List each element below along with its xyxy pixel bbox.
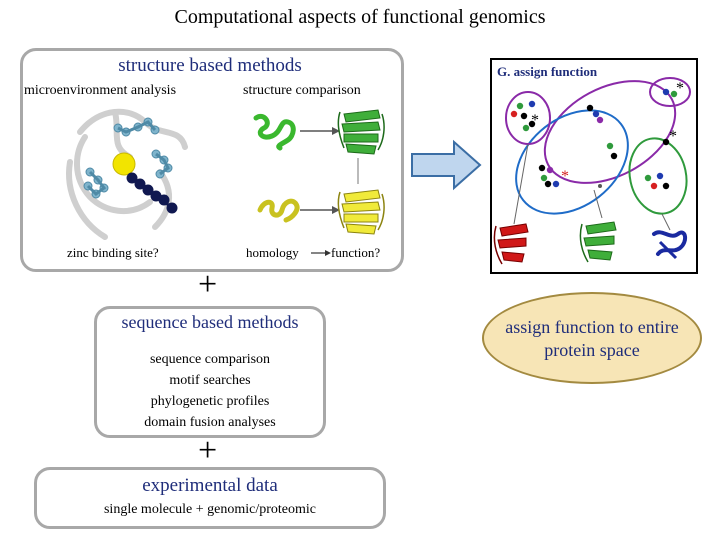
asterisk-marker: * <box>531 112 539 129</box>
asterisk-marker: * <box>669 128 677 145</box>
asterisk-marker: * <box>676 80 684 97</box>
plus-sign-bottom: + <box>198 432 218 469</box>
structure-panel <box>20 48 404 272</box>
green-backbone-icon <box>253 113 296 151</box>
experimental-panel <box>34 467 386 529</box>
sequence-panel-heading: sequence based methods <box>121 312 299 332</box>
list-item: domain fusion analyses <box>144 415 276 430</box>
zinc-binding-caption: zinc binding site? <box>67 245 159 260</box>
yellow-fold-icon <box>337 189 385 235</box>
experimental-panel-heading: experimental data <box>142 475 278 496</box>
compare-arrow-top <box>300 127 340 135</box>
genome-panel-label: G. assign function <box>497 64 598 79</box>
plus-sign-top: + <box>198 266 218 303</box>
zinc-binding-site-image <box>66 108 188 240</box>
list-item: motif searches <box>169 373 251 388</box>
protein-space-clusters <box>493 77 691 265</box>
result-oval <box>482 292 702 384</box>
homology-label: homology <box>246 245 299 260</box>
sequence-panel <box>94 306 326 438</box>
green-fold-icon <box>337 109 385 155</box>
microenvironment-label: microenvironment analysis <box>24 83 177 98</box>
homology-arrow <box>311 250 331 256</box>
fold-link-line <box>357 158 359 184</box>
red-fold-icon <box>493 223 529 265</box>
compare-arrow-bottom <box>300 206 340 214</box>
big-right-arrow <box>411 139 482 191</box>
page-title: Computational aspects of functional geno… <box>174 6 546 28</box>
structure-comparison-label: structure comparison <box>243 83 361 98</box>
yellow-backbone-icon <box>257 198 300 223</box>
result-oval-text: assign function to entire protein space <box>505 317 679 360</box>
list-item: sequence comparison <box>149 352 271 367</box>
sequence-method-list: sequence comparison motif searches phylo… <box>94 349 326 433</box>
experimental-subtitle: single molecule + genomic/proteomic <box>103 502 316 517</box>
asterisk-marker: * <box>561 168 569 185</box>
structure-panel-heading: structure based methods <box>118 55 302 76</box>
list-item: phylogenetic profiles <box>150 394 270 409</box>
function-question-label: function? <box>331 245 381 260</box>
